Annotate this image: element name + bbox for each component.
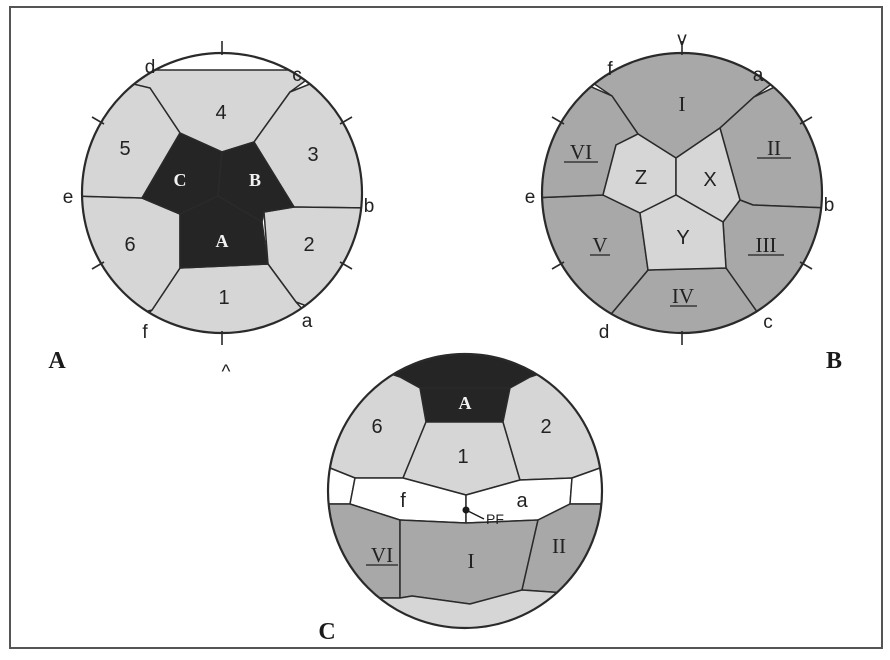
panel-a-label-2: 2 — [303, 234, 314, 256]
panel-a-label-3: 3 — [307, 144, 318, 166]
panel-c-label-I: I — [468, 549, 475, 573]
figure-frame — [9, 6, 883, 649]
panel-a-label-C: C — [174, 170, 187, 190]
panel-b-meridian-c: c — [763, 312, 773, 333]
panel-a-label-4: 4 — [215, 102, 226, 124]
panel-b-meridian-f: f — [607, 59, 613, 80]
panel-b-label-V: V — [592, 233, 607, 257]
panel-c-label-f: f — [400, 490, 406, 512]
panel-a-meridian-d: d — [145, 57, 156, 78]
panel-b-label-Y: Y — [676, 227, 689, 249]
panel-a-title: A — [48, 348, 66, 374]
panel-b-label-VI: VI — [570, 140, 592, 164]
panel-a-label-1: 1 — [218, 287, 229, 309]
panel-b-cell-X — [675, 126, 741, 223]
panel-b-pole-mark: v — [677, 29, 687, 50]
panel-b-cell-Y — [639, 194, 727, 271]
panel-a-diagram: 4 3 2 1 6 5 C B A d c b a f e ^ A — [48, 41, 374, 383]
panel-b-label-Z: Z — [635, 167, 647, 189]
panel-c-label-A: A — [459, 393, 472, 413]
panel-c-cell-right-edge — [569, 467, 602, 505]
panel-b-meridian-d: d — [599, 322, 610, 343]
panel-a-label-B: B — [249, 170, 261, 190]
panel-b-numeral-underlines — [564, 157, 791, 307]
panel-c-label-a: a — [516, 490, 528, 512]
panel-b-label-IV: IV — [672, 284, 694, 308]
panel-b-ticks — [551, 41, 813, 345]
panel-b-meridian-b: b — [824, 195, 835, 216]
panel-b-label-I: I — [679, 92, 686, 116]
panel-c-label-1: 1 — [457, 446, 468, 468]
panel-a-meridian-c: c — [292, 65, 302, 86]
panel-c-diagram: A 6 1 2 f a VI I II PF C — [318, 352, 604, 645]
panel-c-label-VI: VI — [371, 543, 393, 567]
panel-b-diagram: I II III IV V VI Z X Y f a b c d e v B — [525, 29, 842, 374]
panel-a-meridian-b: b — [364, 196, 375, 217]
panel-b-meridian-a: a — [753, 65, 764, 86]
panel-b-label-III: III — [756, 233, 777, 257]
panel-b-meridian-e: e — [525, 187, 536, 208]
panel-a-pole-mark: ^ — [222, 362, 231, 383]
panel-c-pf-leader — [465, 509, 485, 520]
panel-c-pf-label: PF — [486, 511, 504, 527]
panel-c-label-II: II — [552, 534, 566, 558]
panel-a-meridian-e: e — [63, 187, 74, 208]
panel-c-label-2: 2 — [540, 416, 551, 438]
panel-c-cell-top-dark — [328, 354, 602, 389]
panel-a-meridian-f: f — [142, 322, 148, 343]
panel-a-meridian-a: a — [302, 311, 313, 332]
panel-a-label-5: 5 — [119, 138, 130, 160]
panel-c-title: C — [318, 619, 335, 645]
panel-b-title: B — [826, 348, 842, 374]
panel-a-label-6: 6 — [124, 234, 135, 256]
panel-c-outline — [326, 352, 604, 630]
panel-b-label-X: X — [703, 169, 716, 191]
panel-c-label-6: 6 — [371, 416, 382, 438]
panel-b-label-II: II — [767, 136, 781, 160]
panel-a-ticks — [91, 41, 353, 345]
panel-a-label-A: A — [216, 231, 229, 251]
panel-a-cell-A — [179, 195, 269, 269]
